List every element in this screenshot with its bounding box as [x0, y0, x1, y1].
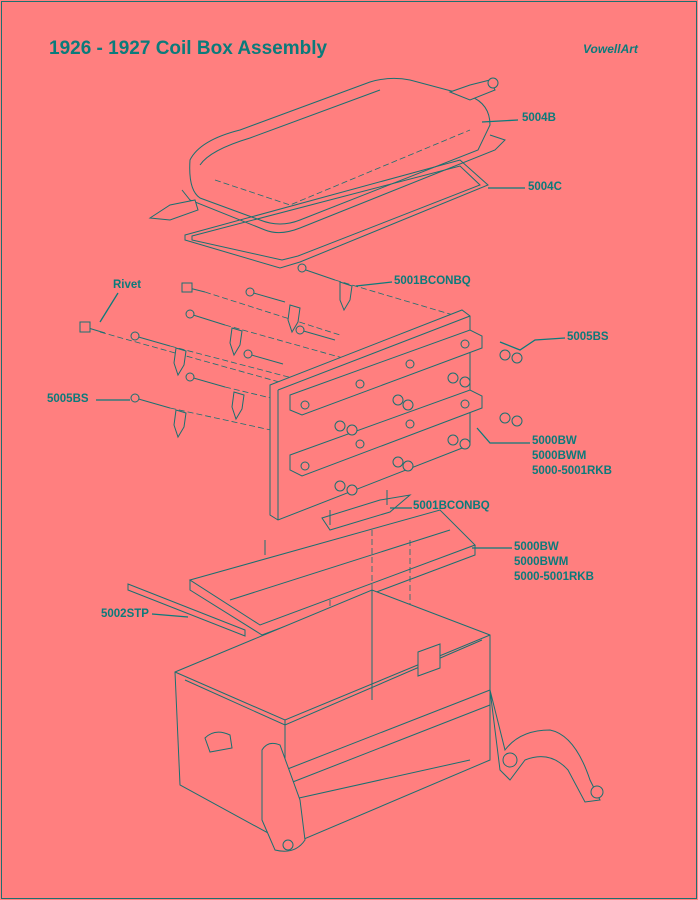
brand-credit: VowellArt [583, 42, 638, 56]
label-tray-2: 5000BWM [514, 556, 569, 568]
page-title: 1926 - 1927 Coil Box Assembly [49, 38, 328, 59]
label-tray-3: 5000-5001RKB [514, 571, 594, 583]
coil-box [174, 589, 604, 852]
gasket-5004C [184, 159, 489, 269]
label-lid: 5004B [522, 112, 556, 124]
label-board-3: 5000-5001RKB [532, 465, 612, 477]
label-strip: 5002STP [101, 608, 149, 620]
leader-lines [96, 119, 566, 618]
label-tray-group: 5000BW 5000BWM 5000-5001RKB [514, 540, 594, 585]
label-rivet: Rivet [113, 279, 142, 291]
label-bolts-right: 5005BS [567, 331, 609, 343]
label-gasket: 5004C [528, 181, 562, 193]
board-5000BW [269, 309, 523, 521]
label-clip-bottom: 5001BCONBQ [413, 500, 490, 512]
label-tray-1: 5000BW [514, 541, 559, 553]
label-bolts-left: 5005BS [47, 393, 89, 405]
bolts [79, 263, 471, 433]
lid-5004B [148, 77, 506, 234]
label-board-group: 5000BW 5000BWM 5000-5001RKB [532, 434, 612, 479]
label-clip-top: 5001BCONBQ [394, 275, 471, 287]
label-board-2: 5000BWM [532, 450, 587, 462]
clips [173, 281, 353, 439]
label-board-1: 5000BW [532, 435, 577, 447]
